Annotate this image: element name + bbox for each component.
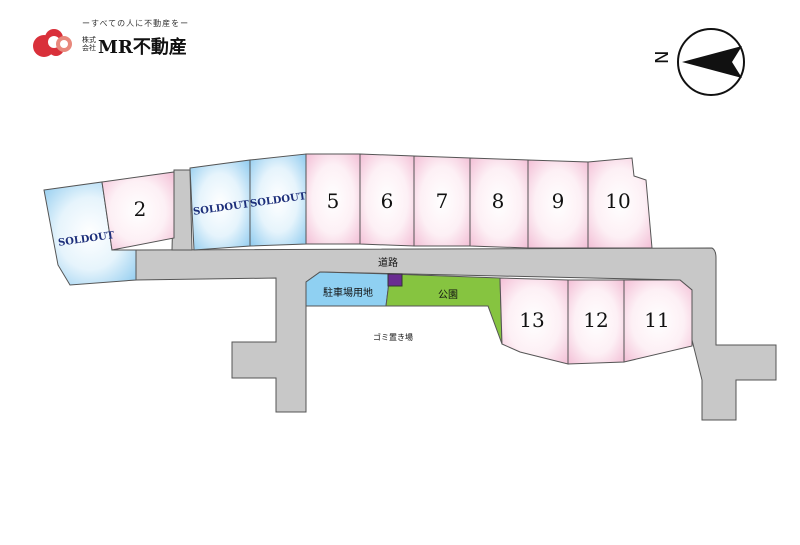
garbage-area bbox=[387, 273, 403, 287]
lot-label-6: 6 bbox=[381, 189, 394, 213]
logo-prefix: 株式 会社 bbox=[82, 36, 96, 52]
lot-2[interactable] bbox=[101, 171, 175, 251]
road-label: 道路 bbox=[378, 256, 398, 269]
lot-label-2: 2 bbox=[134, 197, 147, 221]
parking-area bbox=[305, 271, 391, 307]
lot-label-9: 9 bbox=[552, 189, 565, 213]
logo-mark-icon bbox=[33, 29, 72, 57]
road-branch bbox=[171, 169, 193, 251]
parking-label: 駐車場用地 bbox=[323, 286, 373, 299]
lot-labels: 2 5 6 7 8 9 10 13 12 11 bbox=[134, 189, 670, 332]
compass-label: N bbox=[652, 51, 673, 64]
compass: N bbox=[652, 28, 745, 96]
company-logo: ーすべての人に不動産をー 株式 会社 MR不動産 bbox=[30, 18, 200, 63]
lot-label-5: 5 bbox=[327, 189, 340, 213]
park-area bbox=[385, 273, 503, 345]
area-labels: 道路 駐車場用地 公園 ゴミ置き場 bbox=[323, 256, 458, 342]
lot-10[interactable] bbox=[587, 157, 653, 249]
lot-label-8: 8 bbox=[492, 189, 505, 213]
lot-label-11: 11 bbox=[644, 308, 669, 332]
lot-label-12: 12 bbox=[583, 308, 608, 332]
garbage-label: ゴミ置き場 bbox=[373, 332, 413, 342]
logo-company-name: MR不動産 bbox=[98, 37, 187, 58]
lot-label-10: 10 bbox=[605, 189, 630, 213]
lot-label-7: 7 bbox=[436, 189, 449, 213]
lot-11[interactable] bbox=[623, 279, 693, 363]
lot-13[interactable] bbox=[499, 277, 569, 365]
logo-tagline: ーすべての人に不動産をー bbox=[82, 19, 190, 28]
lot-label-13: 13 bbox=[519, 308, 544, 332]
park-label: 公園 bbox=[438, 289, 458, 301]
north-arrow-icon bbox=[682, 46, 742, 78]
